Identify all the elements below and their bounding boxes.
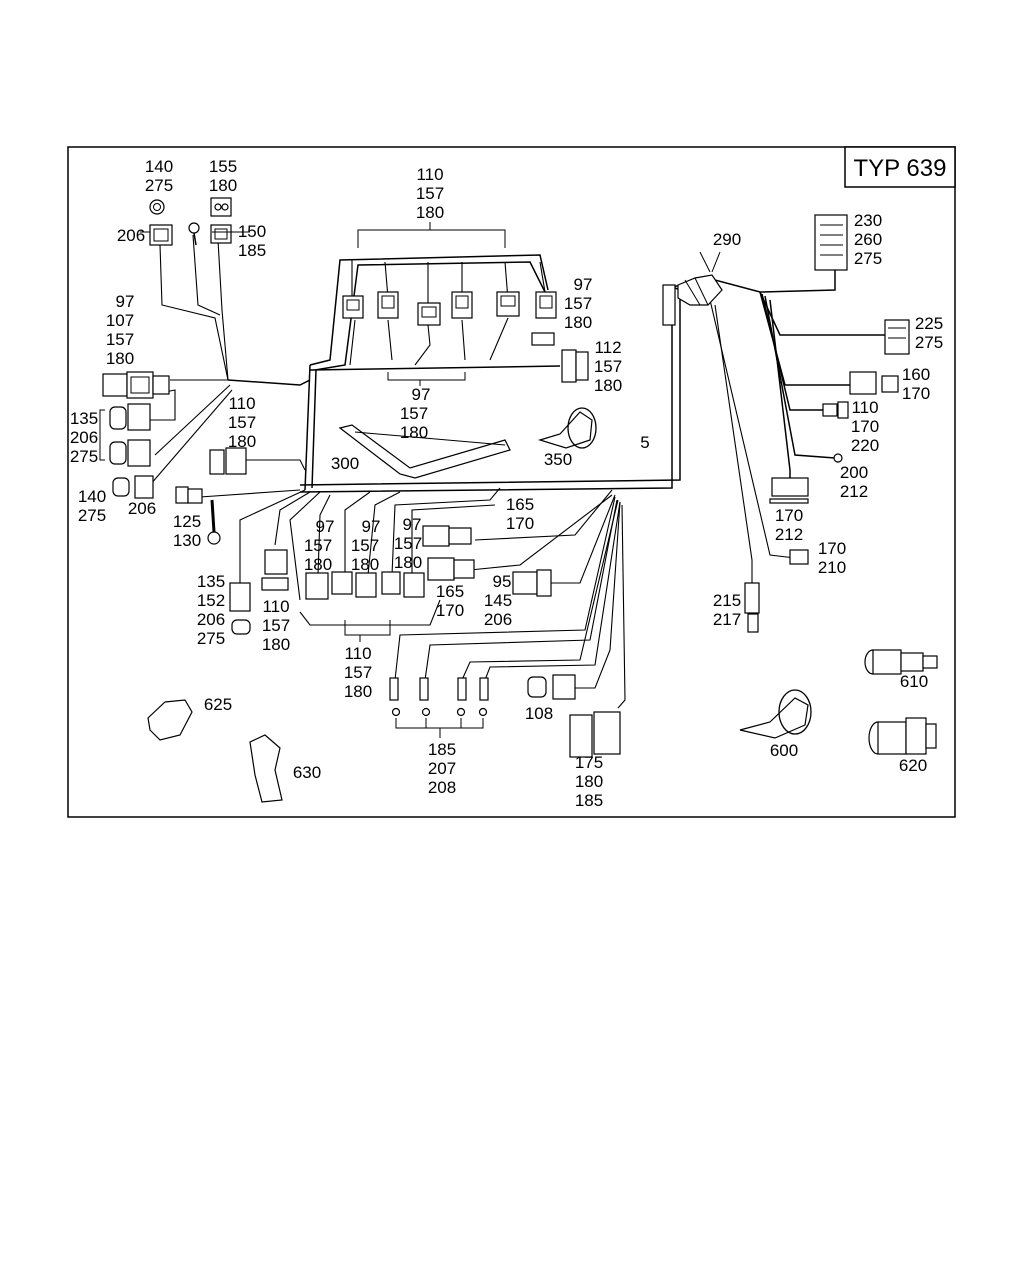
coupling-icon xyxy=(864,649,938,675)
label-630: 630 xyxy=(293,763,321,782)
coupling-icon xyxy=(868,717,937,755)
label-206-a: 206 xyxy=(117,226,145,245)
title-label: TYP 639 xyxy=(854,155,947,182)
label-620: 620 xyxy=(899,756,927,775)
sensor-icon xyxy=(188,222,200,246)
connector-icon xyxy=(342,291,589,383)
connector-icon xyxy=(229,525,621,758)
label-108: 108 xyxy=(525,704,553,723)
label-5: 5 xyxy=(640,433,649,452)
label-350: 350 xyxy=(544,450,572,469)
connector-icon xyxy=(149,224,173,246)
clip-icon xyxy=(338,424,511,479)
connector-icon xyxy=(662,214,910,633)
leader-lines xyxy=(99,222,721,738)
cable-tie-icon xyxy=(739,689,812,739)
connector-icon xyxy=(210,197,232,244)
harness-wires xyxy=(140,234,885,709)
title-box xyxy=(844,146,956,188)
label-600: 600 xyxy=(770,741,798,760)
diagram-frame xyxy=(67,146,956,818)
clip-icon xyxy=(147,699,283,803)
cable-tie-icon xyxy=(537,407,597,449)
connector-icon xyxy=(102,371,247,545)
label-290: 290 xyxy=(713,230,741,249)
label-610: 610 xyxy=(900,672,928,691)
label-300: 300 xyxy=(331,454,359,473)
label-206-b: 206 xyxy=(128,499,156,518)
label-625: 625 xyxy=(204,695,232,714)
connector-icon xyxy=(149,199,165,215)
